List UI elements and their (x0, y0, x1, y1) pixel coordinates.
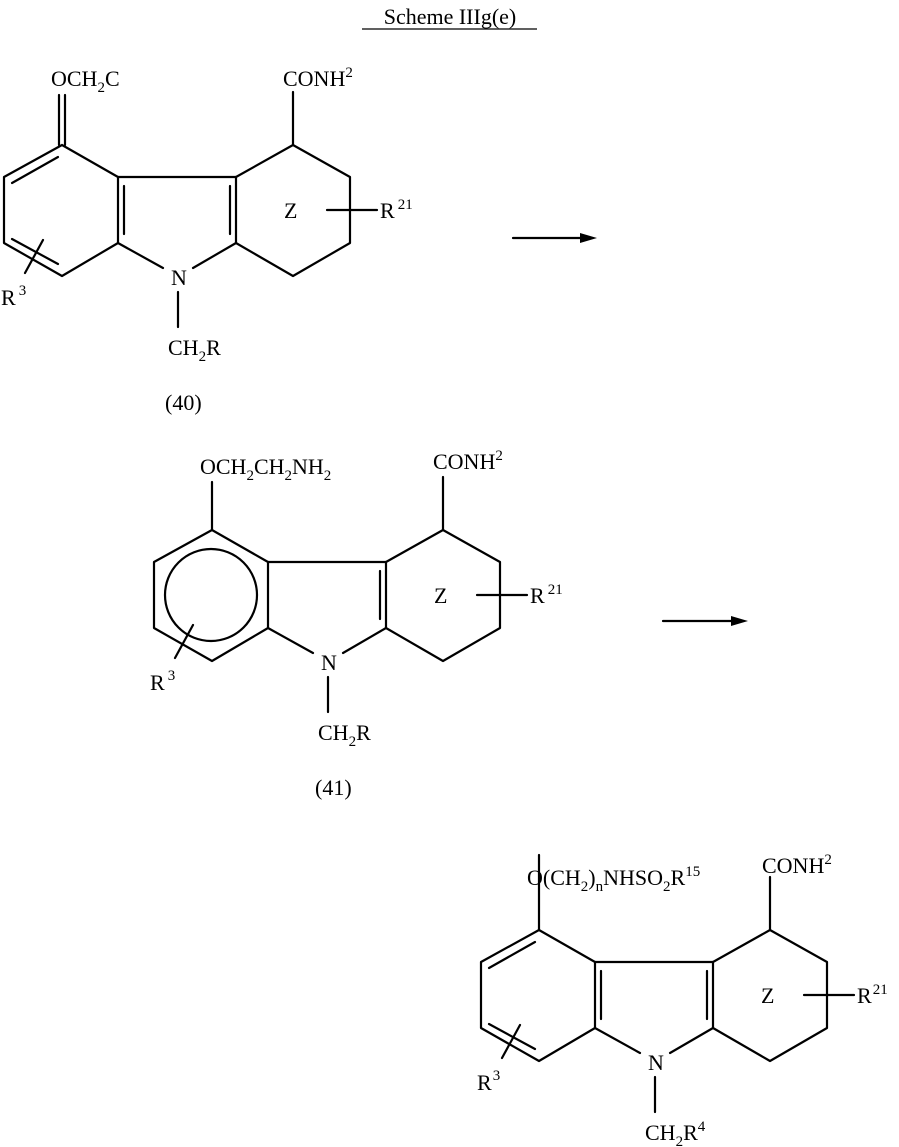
r3-label: R3 (1, 283, 26, 310)
r21-label: R21 (857, 982, 888, 1008)
amide-label: CONH2 (762, 852, 832, 878)
r21-label: R21 (380, 197, 413, 223)
amide-label: CONH2 (433, 448, 503, 474)
compound-product: O(CH2)nNHSO2R15 CONH2 Z R21 R3 N CH2R4 (477, 852, 888, 1147)
ring-z-label: Z (434, 583, 447, 608)
reaction-arrow-1 (513, 233, 597, 243)
nitrogen-label: N (321, 650, 337, 675)
scheme-title: Scheme IIIg(e) (384, 4, 517, 29)
n-substituent: CH2R4 (645, 1119, 706, 1147)
ring-z-label: Z (284, 198, 297, 223)
compound-40: OCH2C CONH2 Z R21 R3 N CH2R (40) (1, 65, 413, 415)
top-substituent: OCH2C (51, 66, 120, 96)
aromatic-double-bonds (489, 942, 601, 1049)
carbazole-skeleton (481, 877, 854, 1112)
reaction-arrow-2 (663, 616, 748, 626)
aromatic-circle (165, 549, 257, 641)
carbazole-skeleton (154, 477, 527, 712)
compound-number: (40) (165, 390, 202, 415)
r21-label: R21 (530, 582, 563, 608)
top-substituent: OCH2CH2NH2 (200, 454, 331, 484)
nitrogen-label: N (648, 1050, 664, 1075)
aromatic-double-bonds (12, 157, 124, 264)
r3-label: R3 (150, 668, 175, 695)
r3-label: R3 (477, 1068, 500, 1095)
ring-z-label: Z (761, 983, 774, 1008)
amide-label: CONH2 (283, 65, 353, 91)
nitrogen-label: N (171, 265, 187, 290)
top-substituent: O(CH2)nNHSO2R15 (527, 864, 700, 895)
n-substituent: CH2R (168, 335, 221, 365)
compound-41: OCH2CH2NH2 CONH2 Z R21 R3 N CH2R (41) (150, 448, 563, 800)
n-substituent: CH2R (318, 720, 371, 750)
compound-number: (41) (315, 775, 352, 800)
